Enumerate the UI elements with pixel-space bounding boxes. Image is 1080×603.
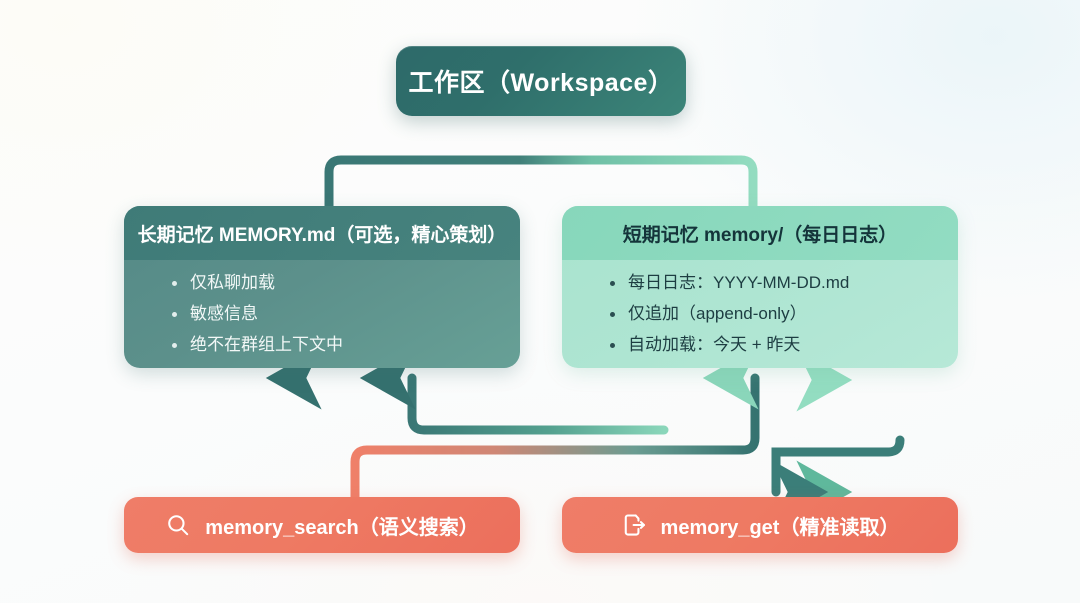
- memory-get-button[interactable]: memory_get（精准读取）: [562, 497, 958, 553]
- short-term-memory-card[interactable]: 短期记忆 memory/（每日日志） 每日日志：YYYY-MM-DD.md 仅追…: [562, 206, 958, 368]
- search-icon: [165, 512, 191, 538]
- longterm-to-get-arrow: [771, 435, 905, 524]
- list-item: 自动加载：今天 + 昨天: [606, 336, 958, 353]
- short-term-memory-title: 短期记忆 memory/（每日日志）: [622, 224, 898, 246]
- list-item: 绝不在群组上下文中: [168, 336, 520, 353]
- long-term-memory-title: 长期记忆 MEMORY.md（可选，精心策划）: [137, 224, 507, 246]
- workspace-node[interactable]: 工作区（Workspace）: [396, 46, 686, 116]
- short-term-memory-header: 短期记忆 memory/（每日日志）: [562, 206, 958, 260]
- memory-search-label: memory_search（语义搜索）: [205, 516, 479, 539]
- memory-get-label: memory_get（精准读取）: [660, 516, 900, 539]
- long-term-memory-bullets: 仅私聊加载 敏感信息 绝不在群组上下文中: [168, 274, 520, 353]
- list-item: 每日日志：YYYY-MM-DD.md: [606, 274, 958, 291]
- file-export-icon: [621, 512, 647, 538]
- long-term-memory-card[interactable]: 长期记忆 MEMORY.md（可选，精心策划） 仅私聊加载 敏感信息 绝不在群组…: [124, 206, 520, 368]
- search-to-shortterm-arrow: [350, 346, 760, 502]
- short-term-memory-bullets: 每日日志：YYYY-MM-DD.md 仅追加（append-only） 自动加载…: [606, 274, 958, 353]
- list-item: 仅追加（append-only）: [606, 305, 958, 322]
- workspace-label: 工作区（Workspace）: [408, 69, 674, 97]
- get-to-longterm-arrow: [359, 346, 669, 435]
- long-term-memory-header: 长期记忆 MEMORY.md（可选，精心策划）: [124, 206, 520, 260]
- workspace-branch-connector: [324, 111, 758, 211]
- long-term-memory-body: 仅私聊加载 敏感信息 绝不在群组上下文中: [124, 260, 520, 368]
- list-item: 仅私聊加载: [168, 274, 520, 291]
- memory-search-button[interactable]: memory_search（语义搜索）: [124, 497, 520, 553]
- short-term-memory-body: 每日日志：YYYY-MM-DD.md 仅追加（append-only） 自动加载…: [562, 260, 958, 368]
- list-item: 敏感信息: [168, 305, 520, 322]
